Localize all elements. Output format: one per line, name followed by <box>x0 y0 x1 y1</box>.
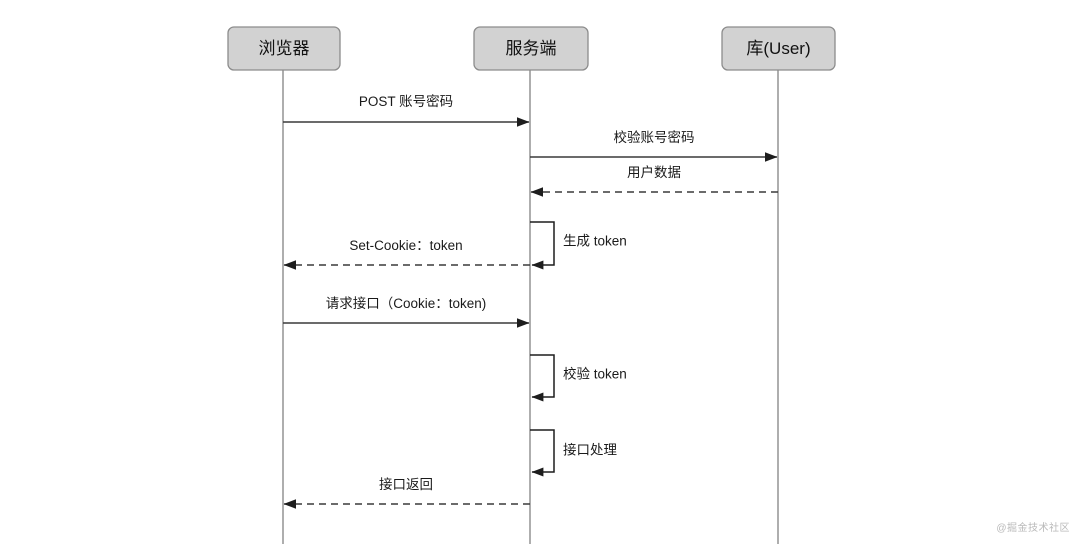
message-m3[interactable]: 用户数据 <box>530 164 778 197</box>
self-message-s2[interactable]: 校验 token <box>530 354 627 402</box>
self-message-label-s1: 生成 token <box>563 234 627 249</box>
participant-box-server <box>473 26 589 71</box>
self-message-label-s3: 接口处理 <box>563 442 617 458</box>
watermark-label: @掘金技术社区 <box>996 521 1070 534</box>
message-m1[interactable]: POST 账号密码 <box>283 93 530 127</box>
participant-box-db <box>721 26 836 71</box>
participant-label-db: 库(User) <box>746 39 810 58</box>
participant-label-server: 服务端 <box>506 39 557 58</box>
self-message-s1[interactable]: 生成 token <box>530 221 627 270</box>
participant-label-browser: 浏览器 <box>259 39 310 58</box>
message-m2[interactable]: 校验账号密码 <box>530 129 778 162</box>
self-message-arrow-s3 <box>530 429 555 477</box>
message-m4[interactable]: Set-Cookie：token <box>283 238 530 270</box>
participants-layer: 浏览器 服务端 库(User) <box>227 26 836 71</box>
message-m5[interactable]: 请求接口（Cookie：token) <box>283 295 530 328</box>
participant-box-browser <box>227 26 341 71</box>
message-m6[interactable]: 接口返回 <box>283 476 530 509</box>
message-label-m5: 请求接口（Cookie：token) <box>326 295 487 311</box>
self-messages-layer: 生成 token 校验 token 接口处理 <box>530 221 627 477</box>
participant-server[interactable]: 服务端 <box>473 26 589 71</box>
message-label-m6: 接口返回 <box>379 476 433 492</box>
participant-browser[interactable]: 浏览器 <box>227 26 341 71</box>
participant-db[interactable]: 库(User) <box>721 26 836 71</box>
lifelines-layer <box>282 70 779 544</box>
self-message-s3[interactable]: 接口处理 <box>530 429 617 477</box>
message-label-m4: Set-Cookie：token <box>349 238 462 253</box>
self-message-arrow-s1 <box>530 221 555 270</box>
message-label-m3: 用户数据 <box>627 164 681 180</box>
self-message-label-s2: 校验 token <box>563 366 627 382</box>
message-label-m2: 校验账号密码 <box>614 129 695 145</box>
watermark-layer: @掘金技术社区 <box>996 521 1070 534</box>
self-message-arrow-s2 <box>530 354 555 402</box>
message-label-m1: POST 账号密码 <box>359 93 453 109</box>
